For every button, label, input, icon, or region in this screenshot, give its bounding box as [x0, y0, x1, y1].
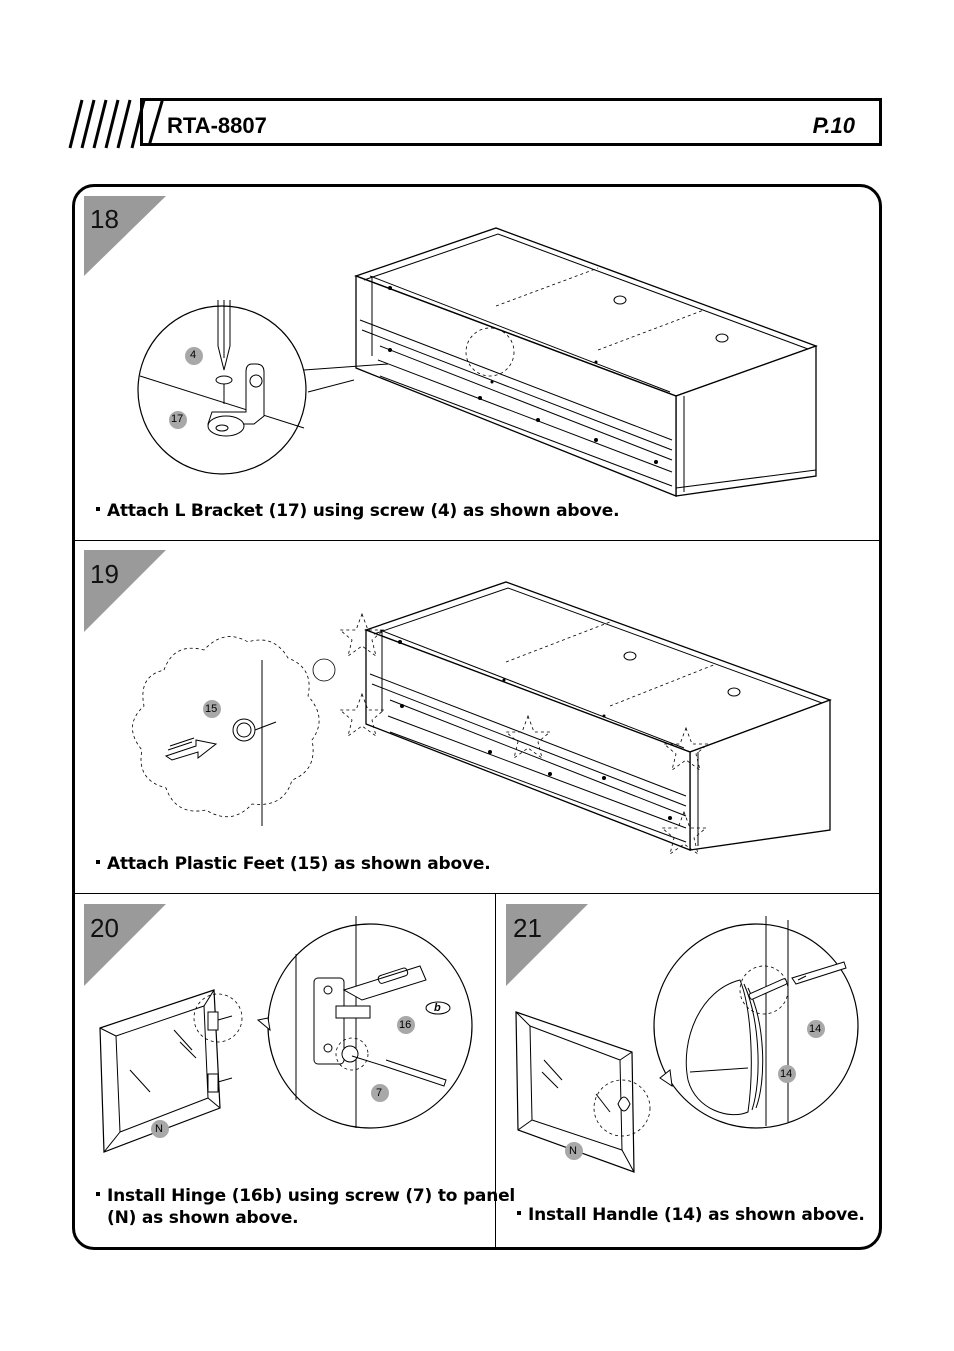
bullet-icon — [96, 860, 100, 864]
part-label-bracket: 17 — [171, 413, 184, 425]
part-label-hinge-variant: b — [434, 1002, 441, 1014]
page-number: P.10 — [812, 113, 855, 138]
part-label-hinge: 16 — [399, 1019, 412, 1031]
header-box: RTA-8807 P.10 — [140, 98, 882, 146]
bullet-icon — [96, 507, 100, 511]
divider-step20-21 — [495, 893, 496, 1247]
step-19-caption: Attach Plastic Feet (15) as shown above. — [96, 853, 491, 875]
divider-step18-19 — [75, 540, 879, 541]
part-label-foot: 15 — [205, 703, 218, 715]
part-label-handle-screw: 14 — [809, 1023, 822, 1035]
bullet-icon — [517, 1211, 521, 1215]
part-label-screw: 4 — [190, 349, 197, 361]
step-21-caption: Install Handle (14) as shown above. — [517, 1204, 865, 1226]
step-20-caption: Install Hinge (16b) using screw (7) to p… — [96, 1185, 515, 1229]
instruction-frame — [72, 184, 882, 1250]
part-label-screw: 7 — [376, 1087, 383, 1099]
step-number: 21 — [513, 913, 542, 943]
page-header: RTA-8807 P.10 — [68, 98, 884, 150]
step-number: 18 — [90, 204, 119, 234]
step-number: 19 — [90, 559, 119, 589]
part-label-panel: N — [155, 1123, 163, 1135]
step-number: 20 — [90, 913, 119, 943]
part-label-handle: 14 — [780, 1068, 793, 1080]
step-18-caption: Attach L Bracket (17) using screw (4) as… — [96, 500, 620, 522]
model-number: RTA-8807 — [167, 113, 267, 138]
part-label-panel: N — [569, 1145, 577, 1157]
divider-step19-20 — [75, 893, 879, 894]
bullet-icon — [96, 1192, 100, 1196]
